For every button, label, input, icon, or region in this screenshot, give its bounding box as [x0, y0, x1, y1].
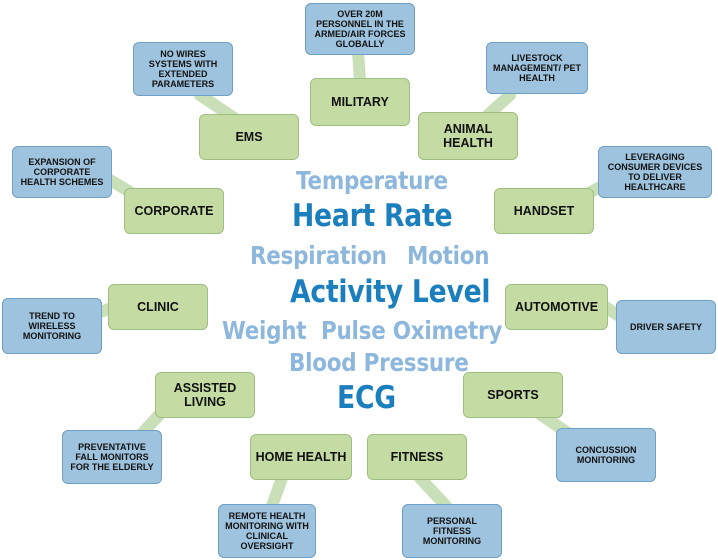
connector-home-health	[266, 472, 288, 512]
connector-fitness	[414, 472, 452, 512]
sports-detail: CONCUSSION MONITORING	[556, 428, 656, 482]
metric-heart-rate: Heart Rate	[292, 198, 453, 234]
clinic-detail: TREND TO WIRELESS MONITORING	[2, 298, 102, 354]
clinic-segment: CLINIC	[108, 284, 208, 330]
assisted-living-detail: PREVENTATIVE FALL MONITORS FOR THE ELDER…	[62, 430, 162, 484]
automotive-segment: AUTOMOTIVE	[505, 284, 608, 330]
home-health-segment: HOME HEALTH	[250, 434, 352, 480]
home-health-detail: REMOTE HEALTH MONITORING WITH CLINICAL O…	[218, 504, 316, 558]
fitness-detail: PERSONAL FITNESS MONITORING	[402, 504, 502, 558]
corporate-segment: CORPORATE	[124, 188, 224, 234]
ems-segment: EMS	[199, 114, 299, 160]
metric-temperature: Temperature	[296, 166, 448, 195]
fitness-segment: FITNESS	[367, 434, 467, 480]
connector-military	[352, 46, 366, 86]
handset-segment: HANDSET	[494, 188, 594, 234]
metric-blood-pressure: Blood Pressure	[289, 348, 469, 377]
automotive-detail: DRIVER SAFETY	[616, 300, 716, 354]
military-segment: MILITARY	[310, 78, 410, 126]
metric-activity-level: Activity Level	[290, 274, 491, 310]
handset-detail: LEVERAGING CONSUMER DEVICES TO DELIVER H…	[598, 146, 712, 198]
corporate-detail: EXPANSION OF CORPORATE HEALTH SCHEMES	[12, 146, 112, 198]
military-detail: OVER 20M PERSONNEL IN THE ARMED/AIR FORC…	[305, 3, 415, 55]
assisted-living-segment: ASSISTED LIVING	[155, 372, 255, 418]
animal-health-segment: ANIMAL HEALTH	[418, 112, 518, 160]
metric-weight: Weight	[222, 316, 307, 345]
metric-ecg: ECG	[337, 380, 396, 416]
animal-health-detail: LIVESTOCK MANAGEMENT/ PET HEALTH	[486, 42, 588, 94]
metric-pulse-oximetry: Pulse Oximetry	[321, 316, 503, 345]
metric-respiration: Respiration	[250, 241, 387, 270]
metric-motion: Motion	[407, 241, 490, 270]
ems-detail: NO WIRES SYSTEMS WITH EXTENDED PARAMETER…	[133, 42, 233, 96]
sports-segment: SPORTS	[463, 372, 563, 418]
